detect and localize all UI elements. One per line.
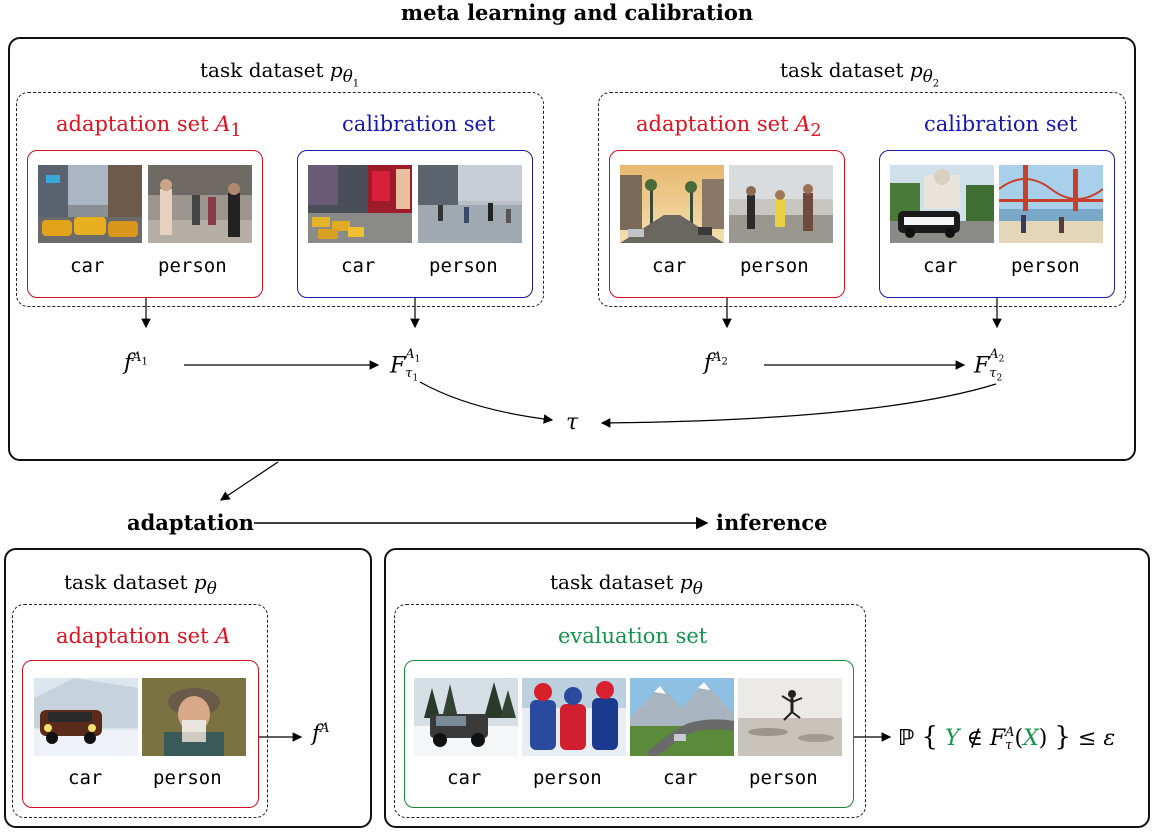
adaptation-panel	[4, 548, 372, 828]
node-f-A: fA	[312, 721, 330, 747]
class-label-car-5: car	[68, 767, 103, 789]
calibration-set-box-2	[879, 150, 1115, 298]
calibration-set-box-1	[297, 150, 533, 298]
adaptation-set-label-1: adaptation set A1	[56, 112, 242, 142]
evaluation-set-label: evaluation set	[558, 624, 708, 648]
task-group-2	[598, 92, 1126, 307]
adaptation-set-label-3: adaptation set A	[56, 624, 231, 648]
class-label-car-4: car	[923, 255, 958, 277]
image-car-jeep-snow	[414, 678, 518, 756]
task-label-4: task dataset pθ	[550, 570, 703, 598]
image-person-old-man	[142, 678, 246, 756]
class-label-person-2: person	[429, 255, 498, 277]
class-label-car-3: car	[652, 255, 687, 277]
class-label-car-6: car	[447, 767, 482, 789]
image-car-taxis	[38, 165, 142, 243]
class-label-person-4: person	[1011, 255, 1080, 277]
image-person-kids-skiing	[522, 678, 626, 756]
adaptation-title: adaptation	[127, 510, 254, 535]
image-car-mountain-road	[630, 678, 734, 756]
diagram-title: meta learning and calibration	[400, 0, 754, 25]
class-label-person-1: person	[158, 255, 227, 277]
class-label-person-7: person	[749, 767, 818, 789]
class-label-person-6: person	[533, 767, 602, 789]
image-person-jumping-beach	[738, 678, 842, 756]
task-label-1: task dataset pθ1	[200, 58, 360, 90]
inference-title: inference	[716, 510, 828, 535]
task-group-adapt	[12, 604, 268, 818]
image-car-boulevard	[620, 165, 724, 243]
adaptation-set-box-2	[609, 150, 845, 298]
class-label-car-7: car	[663, 767, 698, 789]
task-group-1	[16, 92, 544, 307]
node-tau: τ	[566, 410, 579, 435]
task-label-3: task dataset pθ	[64, 570, 217, 598]
image-car-times-square	[308, 165, 412, 243]
image-car-snow	[34, 678, 138, 756]
meta-learning-panel	[8, 37, 1136, 461]
image-person-golden-gate	[999, 165, 1103, 243]
adaptation-set-box-3	[22, 660, 259, 808]
class-label-car-2: car	[341, 255, 376, 277]
calibration-set-label-2: calibration set	[924, 112, 1078, 136]
image-person-street	[148, 165, 252, 243]
image-person-walk-of-fame	[729, 165, 833, 243]
image-person-plaza	[418, 165, 522, 243]
task-group-eval	[394, 604, 866, 818]
arrow-meta-to-adaptation	[220, 461, 279, 501]
node-f-A2: fA2	[704, 350, 728, 376]
class-label-car-1: car	[70, 255, 105, 277]
inference-panel	[384, 548, 1150, 828]
class-label-person-5: person	[153, 767, 222, 789]
arrow-F1-to-tau	[419, 381, 554, 424]
class-label-person-3: person	[740, 255, 809, 277]
arrow-F2-to-tau	[600, 383, 997, 428]
image-car-police	[890, 165, 994, 243]
calibration-set-label-1: calibration set	[342, 112, 496, 136]
evaluation-set-box	[404, 660, 854, 808]
node-f-A1: fA1	[124, 350, 148, 376]
adaptation-set-box-1	[27, 150, 263, 298]
task-label-2: task dataset pθ2	[780, 58, 940, 90]
adaptation-set-label-2: adaptation set A2	[636, 112, 822, 142]
